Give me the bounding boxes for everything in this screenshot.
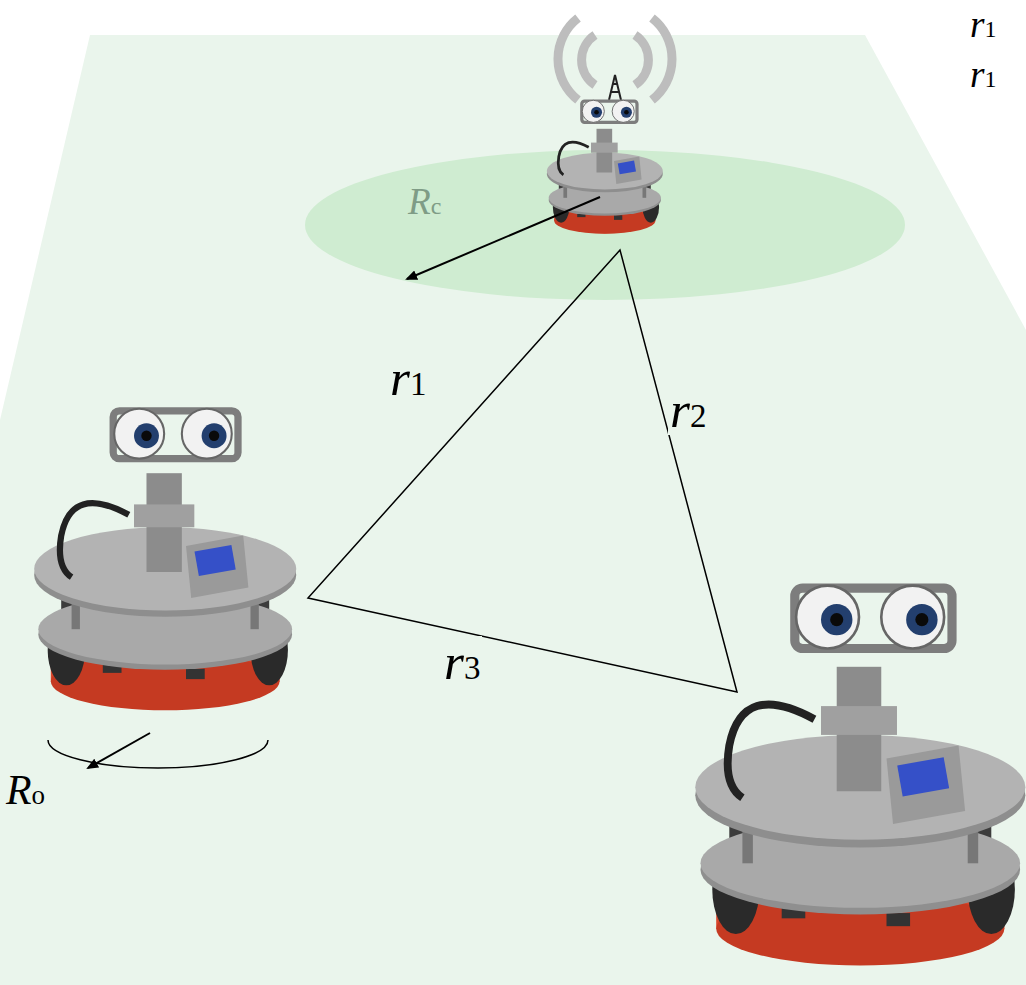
distance-label: r3 (442, 636, 482, 687)
distance-label: r1 (968, 6, 998, 43)
distance-label: r2 (668, 384, 708, 435)
radius-label: Ro (4, 770, 47, 812)
distance-triangle (308, 250, 737, 692)
robot (695, 586, 1025, 966)
distance-label: r1 (968, 56, 998, 93)
robot (34, 409, 296, 711)
radius-arrow (88, 733, 150, 768)
ground-plane (0, 35, 1026, 985)
distance-label: r1 (388, 352, 428, 403)
radius-label: Rc (406, 183, 443, 220)
radio-waves (558, 18, 672, 100)
antenna (609, 75, 621, 100)
safety-radius (48, 740, 268, 768)
robot (547, 100, 663, 233)
